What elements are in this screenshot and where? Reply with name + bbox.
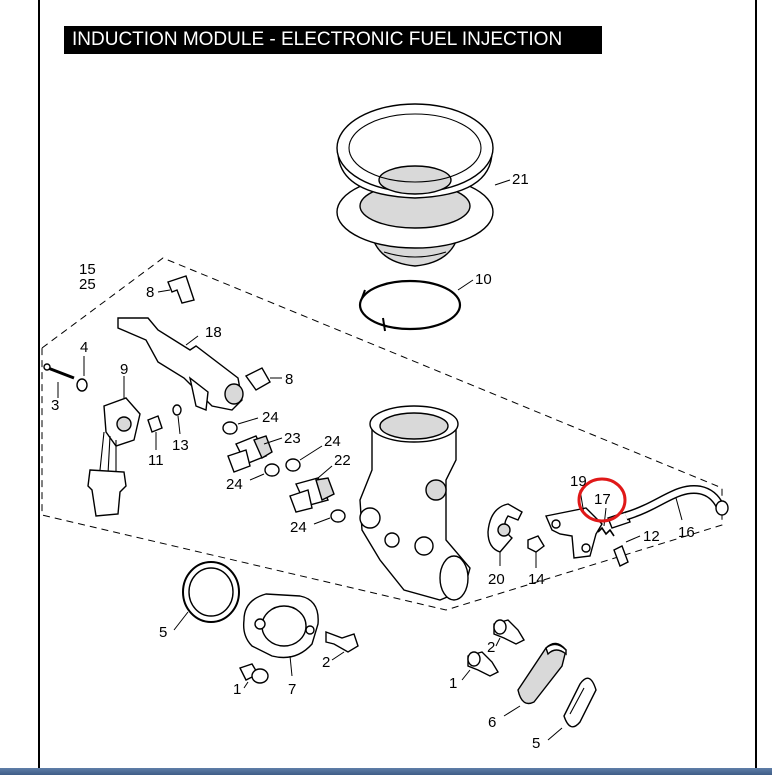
callout-15: 15 xyxy=(79,261,96,278)
bolt-part xyxy=(493,619,525,645)
manifold-flange-part xyxy=(242,593,319,659)
callout-12: 12 xyxy=(643,528,660,545)
callout-1-right: 1 xyxy=(449,675,457,692)
o-ring-part xyxy=(285,458,301,472)
throttle-cam-part xyxy=(487,503,523,553)
callout-14: 14 xyxy=(528,571,545,588)
callout-1-left: 1 xyxy=(233,681,241,698)
fuel-injector-part xyxy=(289,477,335,513)
nut-part xyxy=(527,535,545,553)
highlight-circle xyxy=(577,477,627,523)
air-hose-part xyxy=(607,484,729,529)
callout-21: 21 xyxy=(512,171,529,188)
callout-18: 18 xyxy=(205,324,222,341)
air-cleaner-part xyxy=(336,103,494,267)
callout-8-right: 8 xyxy=(285,371,293,388)
callout-23: 23 xyxy=(284,430,301,447)
gasket-part xyxy=(563,677,597,728)
clip-part xyxy=(167,275,195,304)
callout-2-left: 2 xyxy=(322,654,330,671)
fuel-rail-part xyxy=(117,317,244,411)
callout-24-b: 24 xyxy=(324,433,341,450)
callout-24-c: 24 xyxy=(226,476,243,493)
callout-22: 22 xyxy=(334,452,351,469)
callout-9: 9 xyxy=(120,361,128,378)
callout-4: 4 xyxy=(80,339,88,356)
callout-19: 19 xyxy=(570,473,587,490)
callout-2-right: 2 xyxy=(487,639,495,656)
callout-3: 3 xyxy=(51,397,59,414)
bolt-part xyxy=(239,663,269,684)
callout-7: 7 xyxy=(288,681,296,698)
screw-part xyxy=(613,545,629,567)
clamp-ring-part xyxy=(358,279,462,332)
gasket-part xyxy=(182,561,240,623)
screw-part xyxy=(43,363,75,380)
diagram-frame xyxy=(38,0,757,768)
washer-part xyxy=(172,404,182,416)
callout-5-right: 5 xyxy=(532,735,540,752)
bracket-part xyxy=(545,507,603,559)
window-bottom-bar xyxy=(0,768,772,775)
o-ring-part xyxy=(222,421,238,435)
callout-17: 17 xyxy=(594,491,611,508)
spring-part xyxy=(597,526,615,537)
bolt-part xyxy=(325,630,359,653)
callout-5-left: 5 xyxy=(159,624,167,641)
callout-11: 11 xyxy=(148,452,164,469)
clip-part xyxy=(244,367,271,391)
intake-adapter-part xyxy=(517,642,567,705)
callout-8-top: 8 xyxy=(146,284,154,301)
throttle-body-part xyxy=(359,405,471,601)
callout-6: 6 xyxy=(488,714,496,731)
bolt-part xyxy=(467,651,499,677)
callout-10: 10 xyxy=(475,271,492,288)
callout-25: 25 xyxy=(79,276,96,293)
assembly-boundary xyxy=(41,257,723,611)
callout-16: 16 xyxy=(678,524,695,541)
callout-24-a: 24 xyxy=(262,409,279,426)
washer-part xyxy=(76,378,88,392)
callout-13: 13 xyxy=(172,437,189,454)
o-ring-part xyxy=(264,463,280,477)
o-ring-part xyxy=(330,509,346,523)
callout-20: 20 xyxy=(488,571,505,588)
callout-24-d: 24 xyxy=(290,519,307,536)
throttle-position-sensor-part xyxy=(87,397,141,517)
fuel-injector-part xyxy=(227,435,273,473)
diagram-title: INDUCTION MODULE - ELECTRONIC FUEL INJEC… xyxy=(64,26,602,54)
screw-part xyxy=(147,415,163,433)
